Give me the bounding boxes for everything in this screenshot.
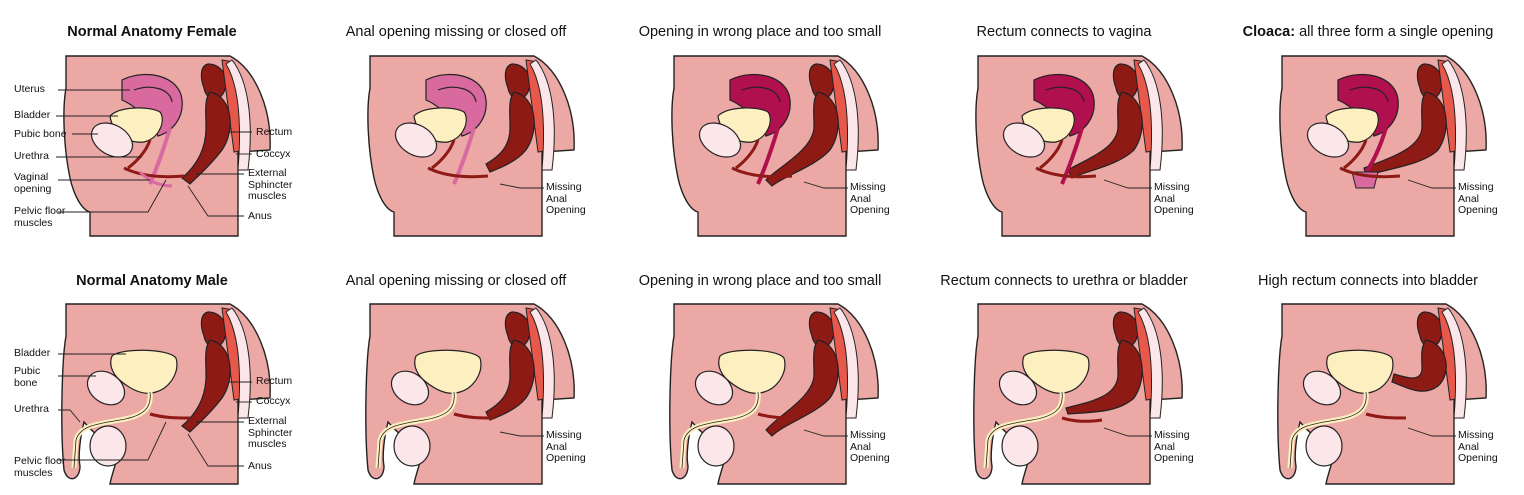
label-anus: Anus <box>248 460 272 472</box>
panel-male-variant-3: Rectum connects to urethra or bladder Mi… <box>912 248 1216 495</box>
panel-title: Opening in wrong place and too small <box>638 273 882 289</box>
panel-female-normal: Normal Anatomy Female Uterus Bladder Pub… <box>0 0 304 247</box>
panel-title: Rectum connects to urethra or bladder <box>940 273 1188 289</box>
label-coccyx: Coccyx <box>256 395 291 407</box>
female-variant-2-illustration <box>671 55 879 237</box>
panel-title: Normal Anatomy Female <box>67 24 237 40</box>
male-variant-2-illustration <box>669 303 879 485</box>
label-bladder: Bladder <box>14 109 51 121</box>
label-rectum: Rectum <box>256 126 293 138</box>
panel-female-variant-4: Cloaca: all three form a single opening … <box>1216 0 1520 247</box>
female-variant-3-illustration <box>975 55 1183 237</box>
label-bladder: Bladder <box>14 347 51 359</box>
female-variant-4-illustration <box>1279 55 1487 237</box>
panel-title: Cloaca: all three form a single opening <box>1242 24 1494 40</box>
panel-female-variant-1: Anal opening missing or closed off Missi… <box>304 0 608 247</box>
panel-male-variant-2: Opening in wrong place and too small Mis… <box>608 248 912 495</box>
male-normal-illustration <box>58 303 271 485</box>
panel-title: High rectum connects into bladder <box>1257 273 1479 289</box>
label-rectum: Rectum <box>256 375 293 387</box>
panel-title: Rectum connects to vagina <box>976 24 1152 40</box>
panel-title: Anal opening missing or closed off <box>345 273 567 289</box>
panel-male-variant-1: Anal opening missing or closed off Missi… <box>304 248 608 495</box>
label-coccyx: Coccyx <box>256 148 291 160</box>
panel-title: Opening in wrong place and too small <box>638 24 882 40</box>
male-variant-4-illustration <box>1277 303 1487 485</box>
male-variant-3-illustration <box>973 303 1183 485</box>
panel-title: Normal Anatomy Male <box>76 273 228 289</box>
label-urethra: Urethra <box>14 150 50 162</box>
male-variant-1-illustration <box>365 303 575 485</box>
label-urethra: Urethra <box>14 403 50 415</box>
female-variant-1-illustration <box>367 55 575 237</box>
panel-female-variant-2: Opening in wrong place and too small Mis… <box>608 0 912 247</box>
panel-title: Anal opening missing or closed off <box>345 24 567 40</box>
female-normal-illustration <box>56 55 271 237</box>
panel-male-variant-4: High rectum connects into bladder Missin… <box>1216 248 1520 495</box>
label-uterus: Uterus <box>14 83 45 95</box>
label-anus: Anus <box>248 210 272 222</box>
label-pubic-bone: Pubic bone <box>14 128 67 140</box>
